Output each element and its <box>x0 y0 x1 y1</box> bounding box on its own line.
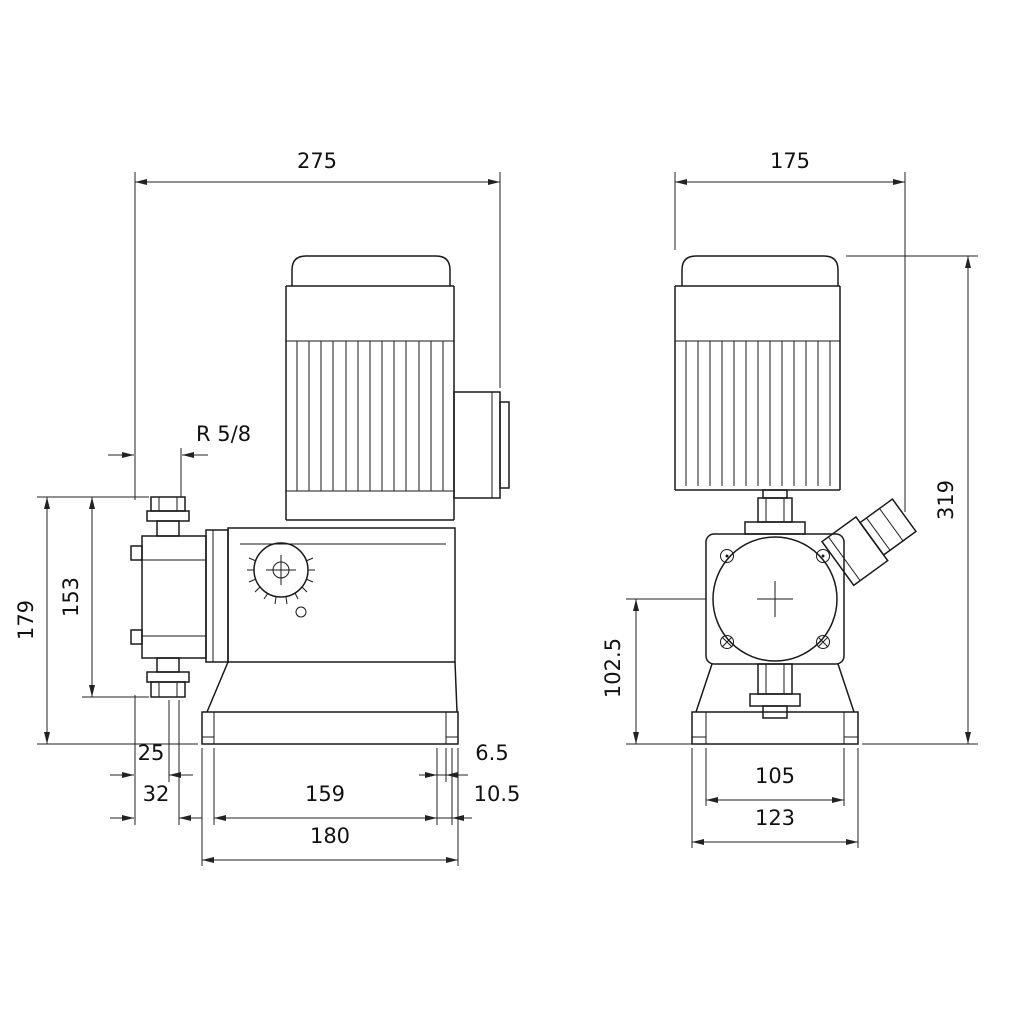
head-bolt-top <box>130 545 143 561</box>
dim-connection-thread-label: R 5/8 <box>196 422 251 446</box>
dim-edge-offset-label: 32 <box>143 782 170 806</box>
front-dimensions: 175 319 102.5 105 123 <box>601 149 978 848</box>
dosing-head <box>130 496 229 698</box>
side-view: 275 R 5/8 179 153 25 32 159 6.5 10.5 <box>14 149 520 866</box>
flange-bolt <box>720 549 734 563</box>
bottom-fitting <box>749 663 801 719</box>
dim-edge-to-center-label: 25 <box>138 741 165 765</box>
flange-screw <box>816 635 830 649</box>
side-dimensions: 275 R 5/8 179 153 25 32 159 6.5 10.5 <box>14 149 520 866</box>
dim-overall-height-label: 179 <box>14 600 38 640</box>
stroke-dial <box>247 542 315 618</box>
dim-foot-hole-span-label: 105 <box>755 764 795 788</box>
dim-head-center-height-label: 102.5 <box>601 638 625 698</box>
valve-top <box>146 496 190 537</box>
flange-screw <box>720 635 734 649</box>
base-side <box>201 661 459 745</box>
dial-ticks <box>247 557 315 605</box>
motor-side <box>285 255 455 521</box>
flange-bolt <box>816 549 830 563</box>
dim-base-slot-span-label: 159 <box>305 782 345 806</box>
motor-fins-side <box>296 341 444 491</box>
dim-base-width-label: 180 <box>310 824 350 848</box>
dim-overall-height-front-label: 319 <box>934 480 958 520</box>
dim-valve-span-label: 153 <box>59 577 83 617</box>
dim-foot-edge-label: 10.5 <box>474 782 521 806</box>
valve-bottom <box>146 657 190 698</box>
top-fitting <box>744 489 806 535</box>
terminal-box <box>453 391 510 499</box>
motor-front <box>674 255 841 491</box>
head-bolt-bottom <box>130 629 143 645</box>
dim-foot-lip-label: 6.5 <box>475 741 508 765</box>
dim-overall-width-side-label: 275 <box>297 149 337 173</box>
pump-housing <box>227 527 456 663</box>
pump-head-front <box>705 498 917 665</box>
base-front <box>691 663 859 745</box>
front-view: 175 319 102.5 105 123 <box>601 149 978 848</box>
angled-connector <box>820 498 917 587</box>
motor-fins-front <box>685 341 831 486</box>
dim-base-depth-label: 123 <box>755 806 795 830</box>
dim-overall-depth-label: 175 <box>770 149 810 173</box>
